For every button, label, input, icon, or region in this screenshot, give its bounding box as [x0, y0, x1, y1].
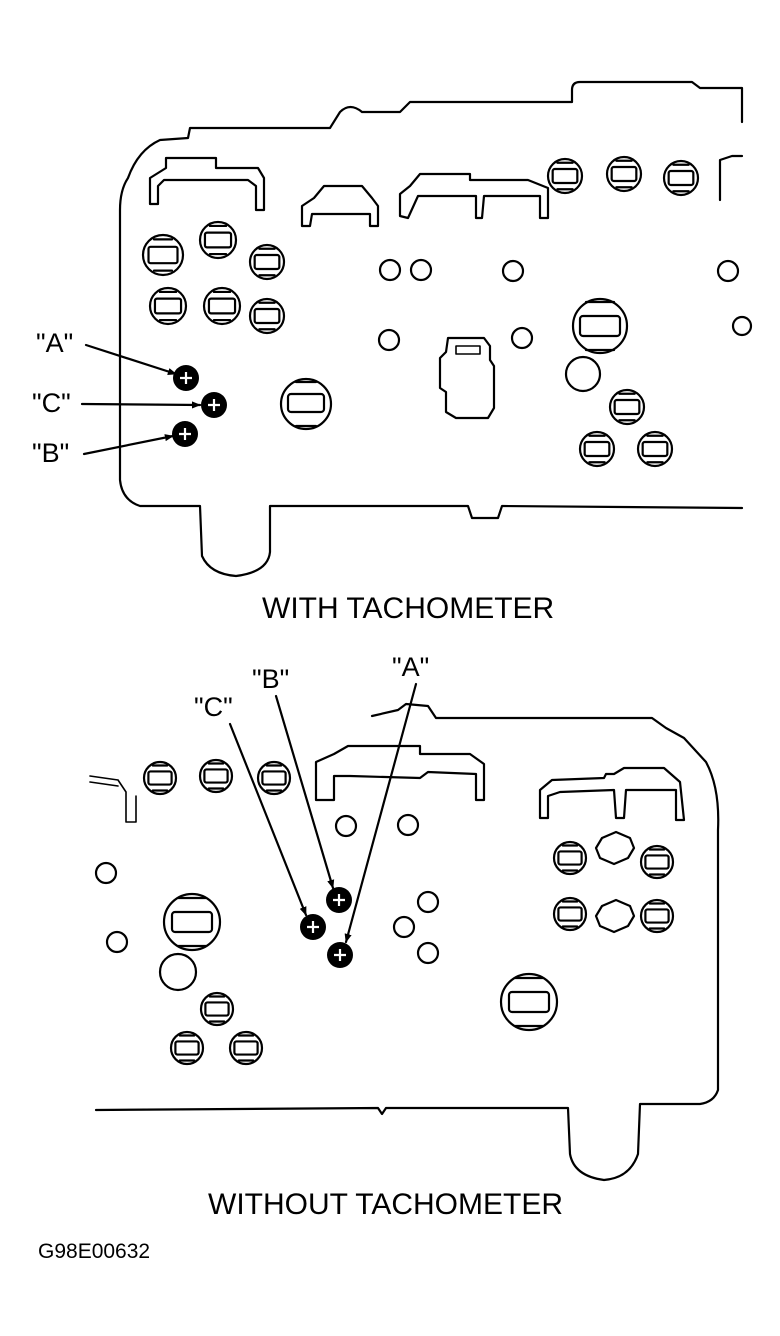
top-bulb-socket-7 — [546, 157, 584, 195]
bottom-hole-6 — [105, 930, 129, 954]
bottom-bulb-socket-8 — [199, 991, 235, 1027]
top-center-rect-part — [438, 336, 496, 420]
bottom-bulb-socket-2 — [198, 758, 234, 794]
bottom-hole-7 — [416, 941, 440, 965]
bottom-bulb-socket-10 — [228, 1030, 264, 1066]
bottom-bulb-socket-9 — [169, 1030, 205, 1066]
bottom-holes — [94, 813, 440, 965]
top-terminal-a — [173, 365, 199, 391]
top-caption: WITH TACHOMETER — [262, 592, 554, 625]
bottom-bulb-socket-1 — [142, 760, 178, 796]
top-hole-7 — [731, 315, 753, 337]
top-lamp-holder-left — [279, 377, 333, 431]
bottom-hole-5 — [392, 915, 416, 939]
top-hole-3 — [501, 259, 525, 283]
top-bulb-socket-2 — [198, 220, 238, 260]
bottom-label-c: "C" — [194, 692, 233, 722]
top-hole-4 — [716, 259, 740, 283]
figure-code: G98E00632 — [38, 1240, 150, 1263]
bottom-hole-2 — [396, 813, 420, 837]
top-bulb-socket-10 — [608, 388, 646, 426]
bottom-octagon-part-1 — [594, 830, 636, 866]
bottom-lamp-holder-left — [162, 892, 222, 952]
bottom-board-left-stub — [89, 775, 137, 823]
top-connector-2 — [300, 184, 380, 228]
top-bulb-socket-8 — [605, 155, 643, 193]
bottom-hole-4 — [416, 890, 440, 914]
bottom-lamp-holder-right — [499, 972, 559, 1032]
bottom-leader-b — [274, 694, 335, 890]
top-hole-2 — [409, 258, 433, 282]
bottom-connector-2 — [538, 766, 686, 822]
bottom-connector-1 — [314, 744, 486, 802]
top-bulb-sockets — [141, 155, 700, 468]
bottom-leader-c — [228, 722, 308, 917]
top-holes — [377, 258, 753, 352]
top-cluster-board — [80, 80, 753, 578]
top-label-b: "B" — [32, 438, 69, 468]
top-board-outline — [118, 80, 744, 578]
top-connector-4 — [718, 154, 744, 202]
top-bulb-socket-11 — [578, 430, 616, 468]
bottom-bulb-socket-7 — [639, 898, 675, 934]
top-leader-b — [82, 434, 175, 456]
top-leader-c — [80, 401, 202, 409]
top-bulb-socket-6 — [248, 297, 286, 335]
bottom-label-b: "B" — [252, 664, 289, 694]
bottom-leader-a — [344, 682, 418, 944]
top-terminal-b — [172, 421, 198, 447]
top-label-c: "C" — [32, 388, 71, 418]
bottom-board-outline — [94, 702, 720, 1182]
top-hole-1 — [378, 258, 402, 282]
bottom-bulb-socket-3 — [256, 760, 292, 796]
bottom-terminal-c — [300, 914, 326, 940]
top-bulb-socket-3 — [248, 243, 286, 281]
top-hole-5 — [377, 328, 401, 352]
bottom-octagon-part-2 — [594, 898, 636, 934]
bottom-bulb-socket-6 — [552, 896, 588, 932]
top-hole-6 — [510, 326, 534, 350]
bottom-hole-1 — [334, 814, 358, 838]
bottom-bulb-socket-5 — [639, 844, 675, 880]
bottom-bulb-socket-4 — [552, 840, 588, 876]
top-large-hole — [564, 355, 602, 393]
bottom-terminal-b — [326, 887, 352, 913]
top-bulb-socket-12 — [636, 430, 674, 468]
top-connector-3 — [398, 172, 550, 220]
top-connector-1 — [148, 156, 266, 212]
bottom-large-hole — [158, 952, 198, 992]
top-lamp-holder-right — [571, 297, 629, 355]
bottom-label-a: "A" — [392, 652, 429, 682]
bottom-caption: WITHOUT TACHOMETER — [208, 1188, 563, 1221]
top-terminal-c — [201, 392, 227, 418]
top-bulb-socket-1 — [141, 233, 185, 277]
top-leader-a — [84, 343, 178, 376]
bottom-terminal-a — [327, 942, 353, 968]
bottom-hole-3 — [94, 861, 118, 885]
bottom-cluster-board — [89, 682, 720, 1182]
bottom-bulb-sockets — [142, 758, 675, 1066]
top-bulb-socket-4 — [148, 286, 188, 326]
top-center-rect-tab — [455, 345, 481, 355]
top-label-a: "A" — [36, 328, 73, 358]
top-bulb-socket-9 — [662, 159, 700, 197]
top-bulb-socket-5 — [202, 286, 242, 326]
